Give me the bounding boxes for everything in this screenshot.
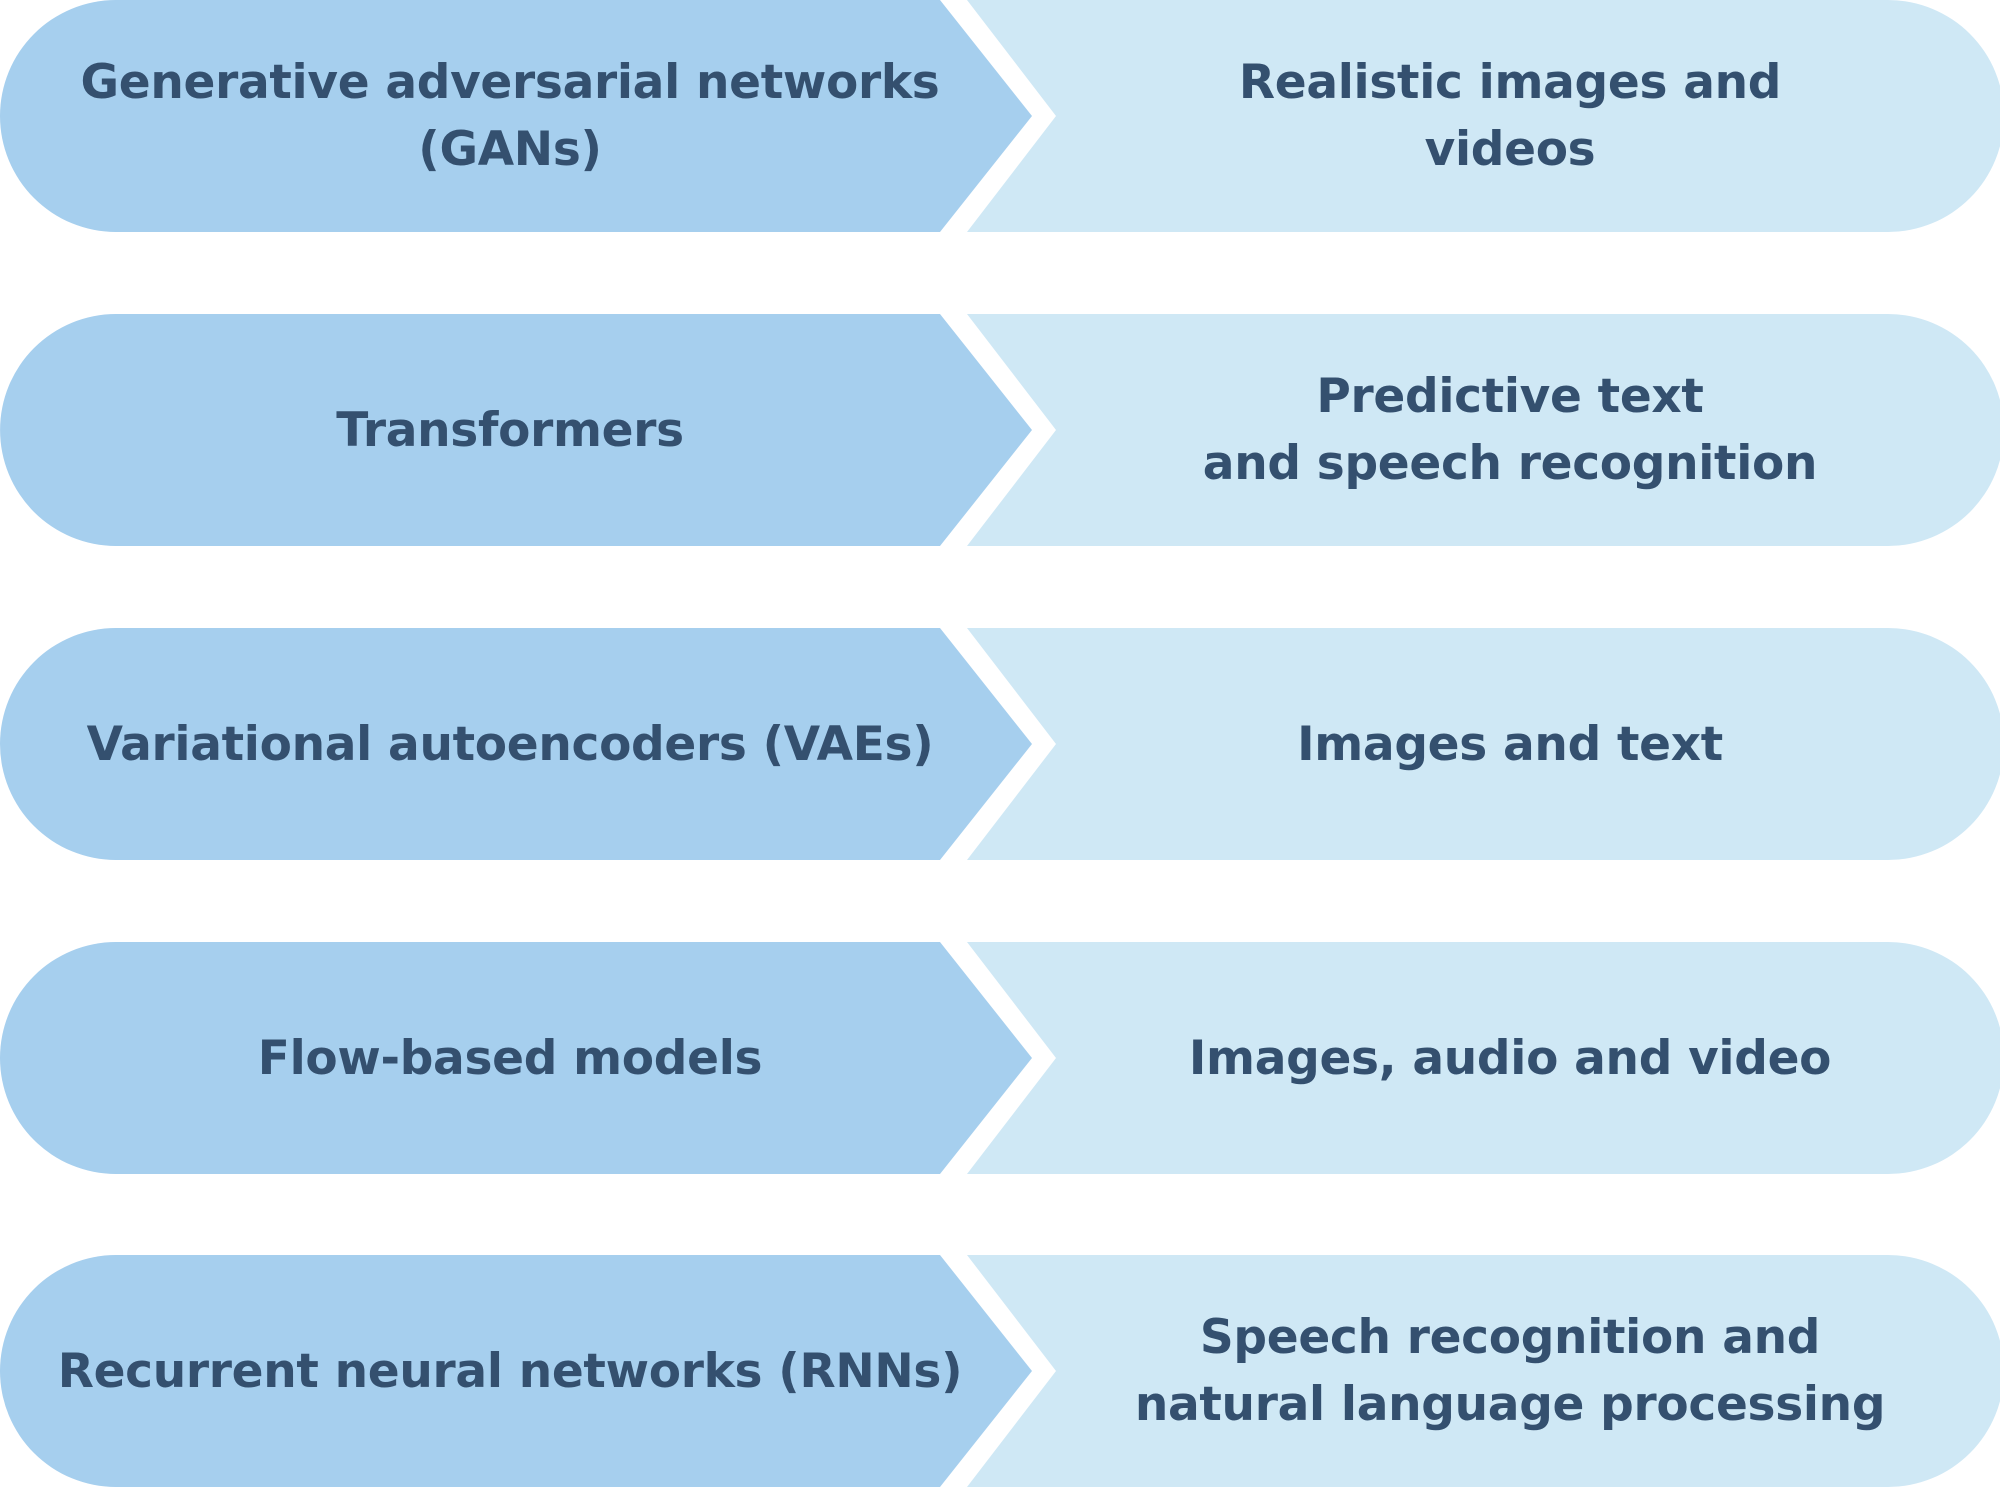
model-label-3: Variational autoencoders (VAEs) xyxy=(86,716,934,772)
use-label-3: Images and text xyxy=(1297,716,1723,772)
model-arrow-4 xyxy=(0,942,1032,1174)
use-pill-1 xyxy=(967,0,2000,232)
use-label-5: Speech recognition and natural language … xyxy=(1134,1310,1886,1432)
use-pill-3 xyxy=(967,628,2000,860)
use-pill-4 xyxy=(967,942,2000,1174)
model-label-1: Generative adversarial networks (GANs) xyxy=(80,55,940,177)
use-label-4: Images, audio and video xyxy=(1188,1030,1832,1086)
model-label-4: Flow-based models xyxy=(257,1030,763,1086)
use-label-1: Realistic images and videos xyxy=(1238,55,1782,177)
row-4 xyxy=(0,942,2000,1174)
model-label-5: Recurrent neural networks (RNNs) xyxy=(57,1343,963,1399)
row-5 xyxy=(0,1255,2000,1487)
row-2 xyxy=(0,314,2000,546)
model-arrow-3 xyxy=(0,628,1032,860)
row-3 xyxy=(0,628,2000,860)
model-arrow-1 xyxy=(0,0,1032,232)
model-label-2: Transformers xyxy=(336,402,684,458)
model-arrow-5 xyxy=(0,1255,1032,1487)
model-arrow-2 xyxy=(0,314,1032,546)
use-label-2: Predictive text and speech recognition xyxy=(1202,369,1818,491)
use-pill-5 xyxy=(967,1255,2000,1487)
use-pill-2 xyxy=(967,314,2000,546)
row-1 xyxy=(0,0,2000,232)
